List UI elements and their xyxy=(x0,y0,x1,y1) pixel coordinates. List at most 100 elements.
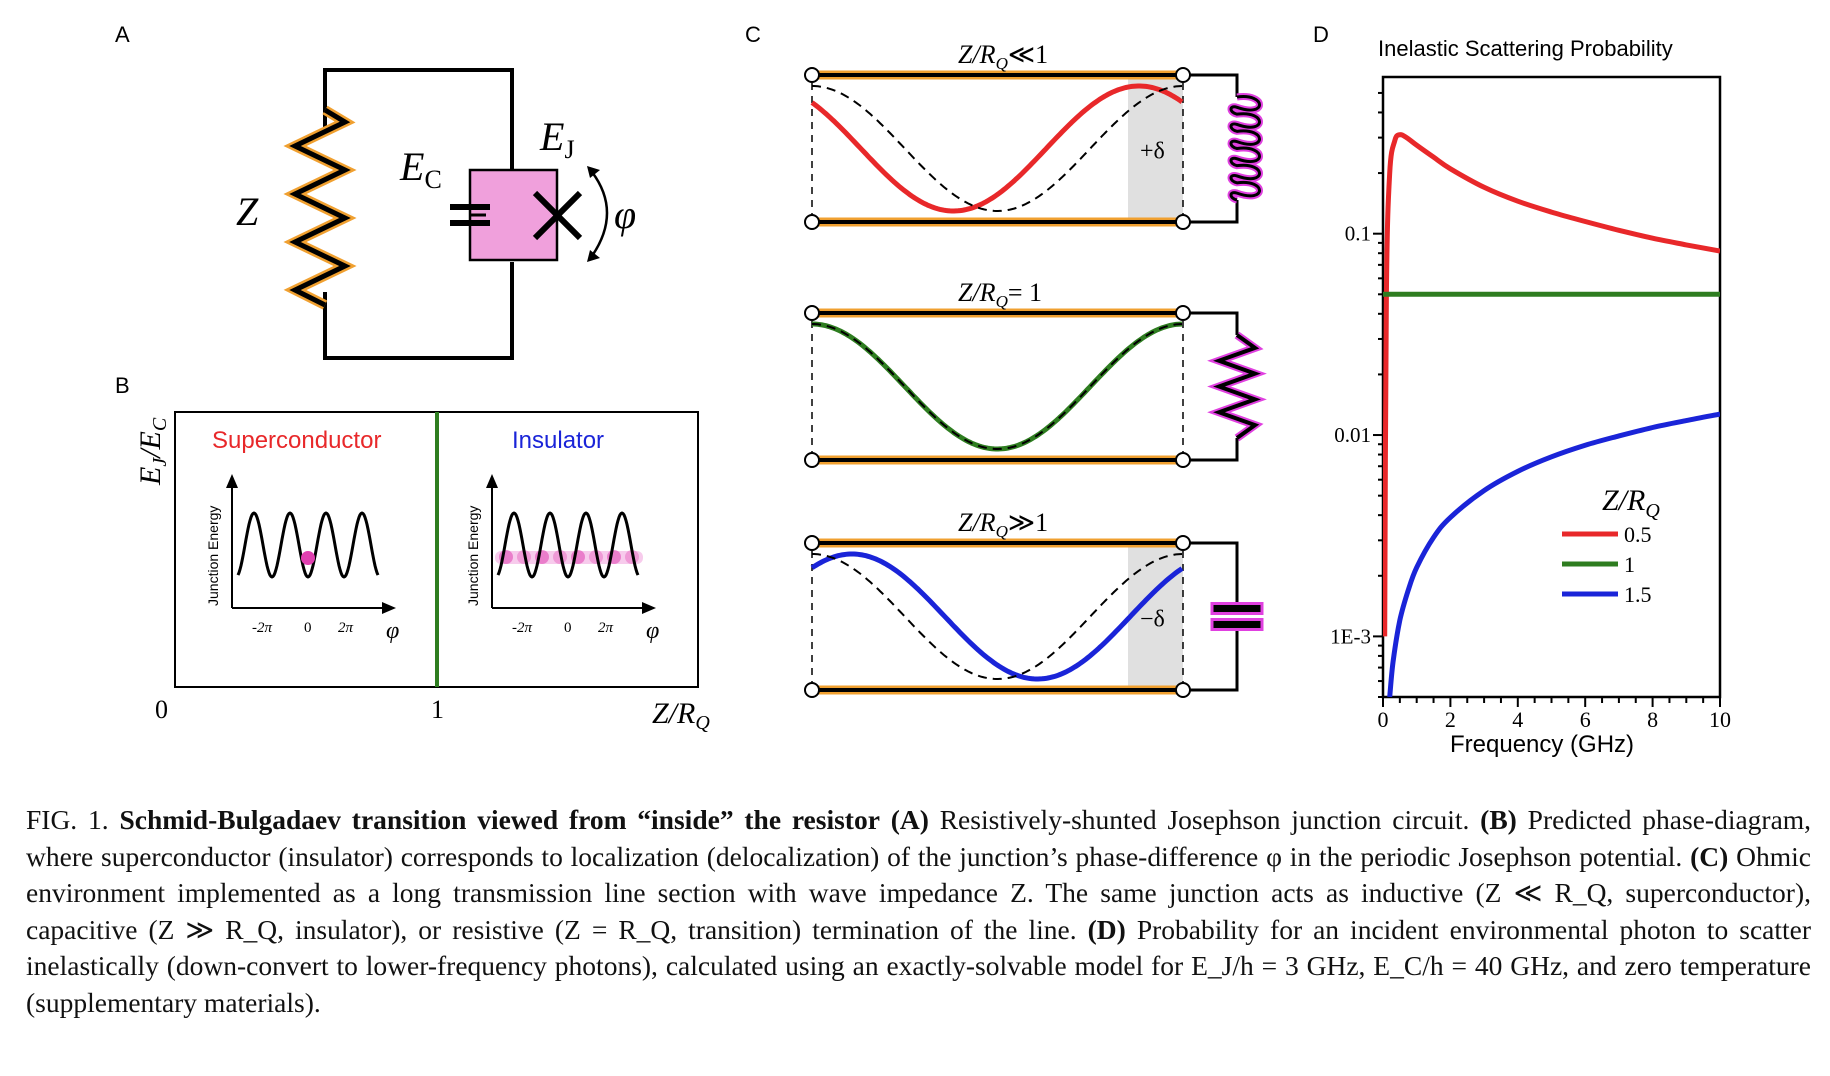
termination-wire-top xyxy=(1190,311,1239,335)
transmission-line-row: +δ Z/RQ≪1 xyxy=(804,40,1263,230)
reference-wave xyxy=(812,323,1183,450)
circuit-wire-bottom xyxy=(323,262,514,360)
reference-wave xyxy=(812,85,1183,212)
inset-right-ylabel: Junction Energy xyxy=(465,506,481,606)
panel-b: B EJ/EC 0 1 Z/RQ Superconductor Insulato… xyxy=(115,373,710,734)
terminal-node xyxy=(804,67,820,83)
terminal-node xyxy=(804,305,820,321)
phase-arrow-head-bottom xyxy=(587,250,600,262)
panel-d-letter: D xyxy=(1313,22,1329,47)
resistor-icon xyxy=(1213,333,1261,440)
terminal-node xyxy=(1175,452,1191,468)
standing-wave xyxy=(810,551,1184,682)
terminal-node xyxy=(1175,214,1191,230)
inset-left-tick-0: 0 xyxy=(304,620,312,636)
phase-diagram-xlabel: Z/RQ xyxy=(652,697,710,734)
standing-wave xyxy=(810,83,1184,214)
transmission-line-row: −δ Z/RQ≫1 xyxy=(804,508,1264,698)
legend-title: Z/RQ xyxy=(1602,484,1660,522)
reference-wave xyxy=(812,553,1183,680)
y-tick-label: 0.1 xyxy=(1345,222,1371,246)
legend-label: 1.5 xyxy=(1624,582,1652,607)
capacitor-plate xyxy=(1210,602,1264,615)
superconductor-label: Superconductor xyxy=(212,427,381,454)
label-phi: φ xyxy=(614,192,636,237)
standing-wave xyxy=(812,321,1183,452)
x-tick-label: 8 xyxy=(1647,707,1658,732)
x-tick-1: 1 xyxy=(431,695,444,724)
transmission-lines: +δ Z/RQ≪1Z/RQ= 1 −δ Z/RQ≫1 xyxy=(804,40,1267,698)
inset-left-potential xyxy=(236,511,380,579)
panel-a: A Z EC EJ φ xyxy=(115,22,636,360)
terminal-node xyxy=(1175,535,1191,551)
legend-label: 0.5 xyxy=(1624,522,1652,547)
phase-shift-region xyxy=(1128,78,1183,219)
terminal-node xyxy=(804,535,820,551)
legend-label: 1 xyxy=(1624,552,1635,577)
inductor-icon xyxy=(1229,95,1261,202)
inset-left-xlabel: φ xyxy=(386,618,399,644)
series-line-0.5 xyxy=(1383,132,1720,637)
chart-series-group xyxy=(1383,132,1720,697)
caption-c-tag: (C) xyxy=(1690,840,1729,872)
terminal-node xyxy=(1175,682,1191,698)
inset-left-ylabel: Junction Energy xyxy=(205,506,221,606)
delocalized-phase-band xyxy=(495,551,643,564)
inset-right-xlabel: φ xyxy=(646,618,659,644)
phase-shift-label: +δ xyxy=(1140,139,1165,165)
x-tick-label: 10 xyxy=(1709,707,1731,732)
x-tick-label: 0 xyxy=(1378,707,1389,732)
row-title: Z/RQ≫1 xyxy=(958,508,1048,541)
inset-insulator: Junction Energy -2π 0 2π φ xyxy=(465,474,659,644)
phase-shift-label: −δ xyxy=(1140,607,1165,633)
terminal-node xyxy=(804,214,820,230)
inset-right-yarrow xyxy=(486,474,498,488)
termination-wire-top xyxy=(1190,73,1239,97)
caption-fig-label: FIG. 1. xyxy=(26,804,109,835)
inset-left-tick-2pi: 2π xyxy=(338,620,354,636)
panel-c: C +δ Z/RQ≪1Z/RQ= 1 −δ Z/RQ≫1 xyxy=(745,22,1267,698)
inset-left-tick-m2pi: -2π xyxy=(252,620,272,636)
panel-c-letter: C xyxy=(745,22,761,47)
localized-phase-dot xyxy=(301,551,315,565)
phase-diagram-ylabel: EJ/EC xyxy=(134,417,171,486)
caption-a-tag: (A) xyxy=(890,804,929,835)
resistor-icon xyxy=(289,107,351,308)
x-tick-label: 6 xyxy=(1580,707,1591,732)
capacitor-plate xyxy=(1210,618,1264,631)
terminal-node xyxy=(1175,305,1191,321)
chart-title: Inelastic Scattering Probability xyxy=(1378,36,1673,61)
row-title: Z/RQ≪1 xyxy=(958,40,1048,73)
inset-right-tick-m2pi: -2π xyxy=(512,620,532,636)
y-tick-label: 0.01 xyxy=(1334,423,1371,447)
label-z: Z xyxy=(236,189,259,234)
chart-frame xyxy=(1381,75,1722,699)
phase-arrow-head-top xyxy=(587,166,600,178)
caption-c-text: Ohmic environment implemented as a long … xyxy=(26,840,1812,945)
caption-d-text: Probability for an incident environmenta… xyxy=(26,913,1812,1018)
termination-wire-bottom xyxy=(1190,668,1239,692)
caption-a-text: Resistively-shunted Josephson junction c… xyxy=(939,804,1470,835)
x-tick-0: 0 xyxy=(155,695,168,724)
insulator-label: Insulator xyxy=(512,427,604,454)
y-tick-label: 1E-3 xyxy=(1330,624,1371,648)
junction-cross-b xyxy=(532,190,583,241)
transmission-line-row: Z/RQ= 1 xyxy=(804,278,1267,468)
terminal-node xyxy=(1175,67,1191,83)
inset-right-xarrow xyxy=(642,602,656,614)
terminal-node xyxy=(804,452,820,468)
chart-xlabel: Frequency (GHz) xyxy=(1450,731,1634,758)
inset-left-xarrow xyxy=(382,602,396,614)
chart-legend: Z/RQ0.5 1 1.5 xyxy=(1562,484,1660,607)
inset-right-potential xyxy=(496,511,640,579)
figure-panels: A Z EC EJ φ B EJ/EC 0 1 Z/RQ Superconduc xyxy=(115,22,1731,758)
panel-a-letter: A xyxy=(115,22,130,47)
inset-right-tick-0: 0 xyxy=(564,620,572,636)
inset-left-yarrow xyxy=(226,474,238,488)
phase-arrow xyxy=(590,171,609,257)
phase-shift-region xyxy=(1128,546,1183,687)
inset-superconductor: Junction Energy -2π 0 2π φ xyxy=(205,474,399,644)
termination-wire-bottom xyxy=(1190,438,1239,462)
x-tick-label: 2 xyxy=(1445,707,1456,732)
